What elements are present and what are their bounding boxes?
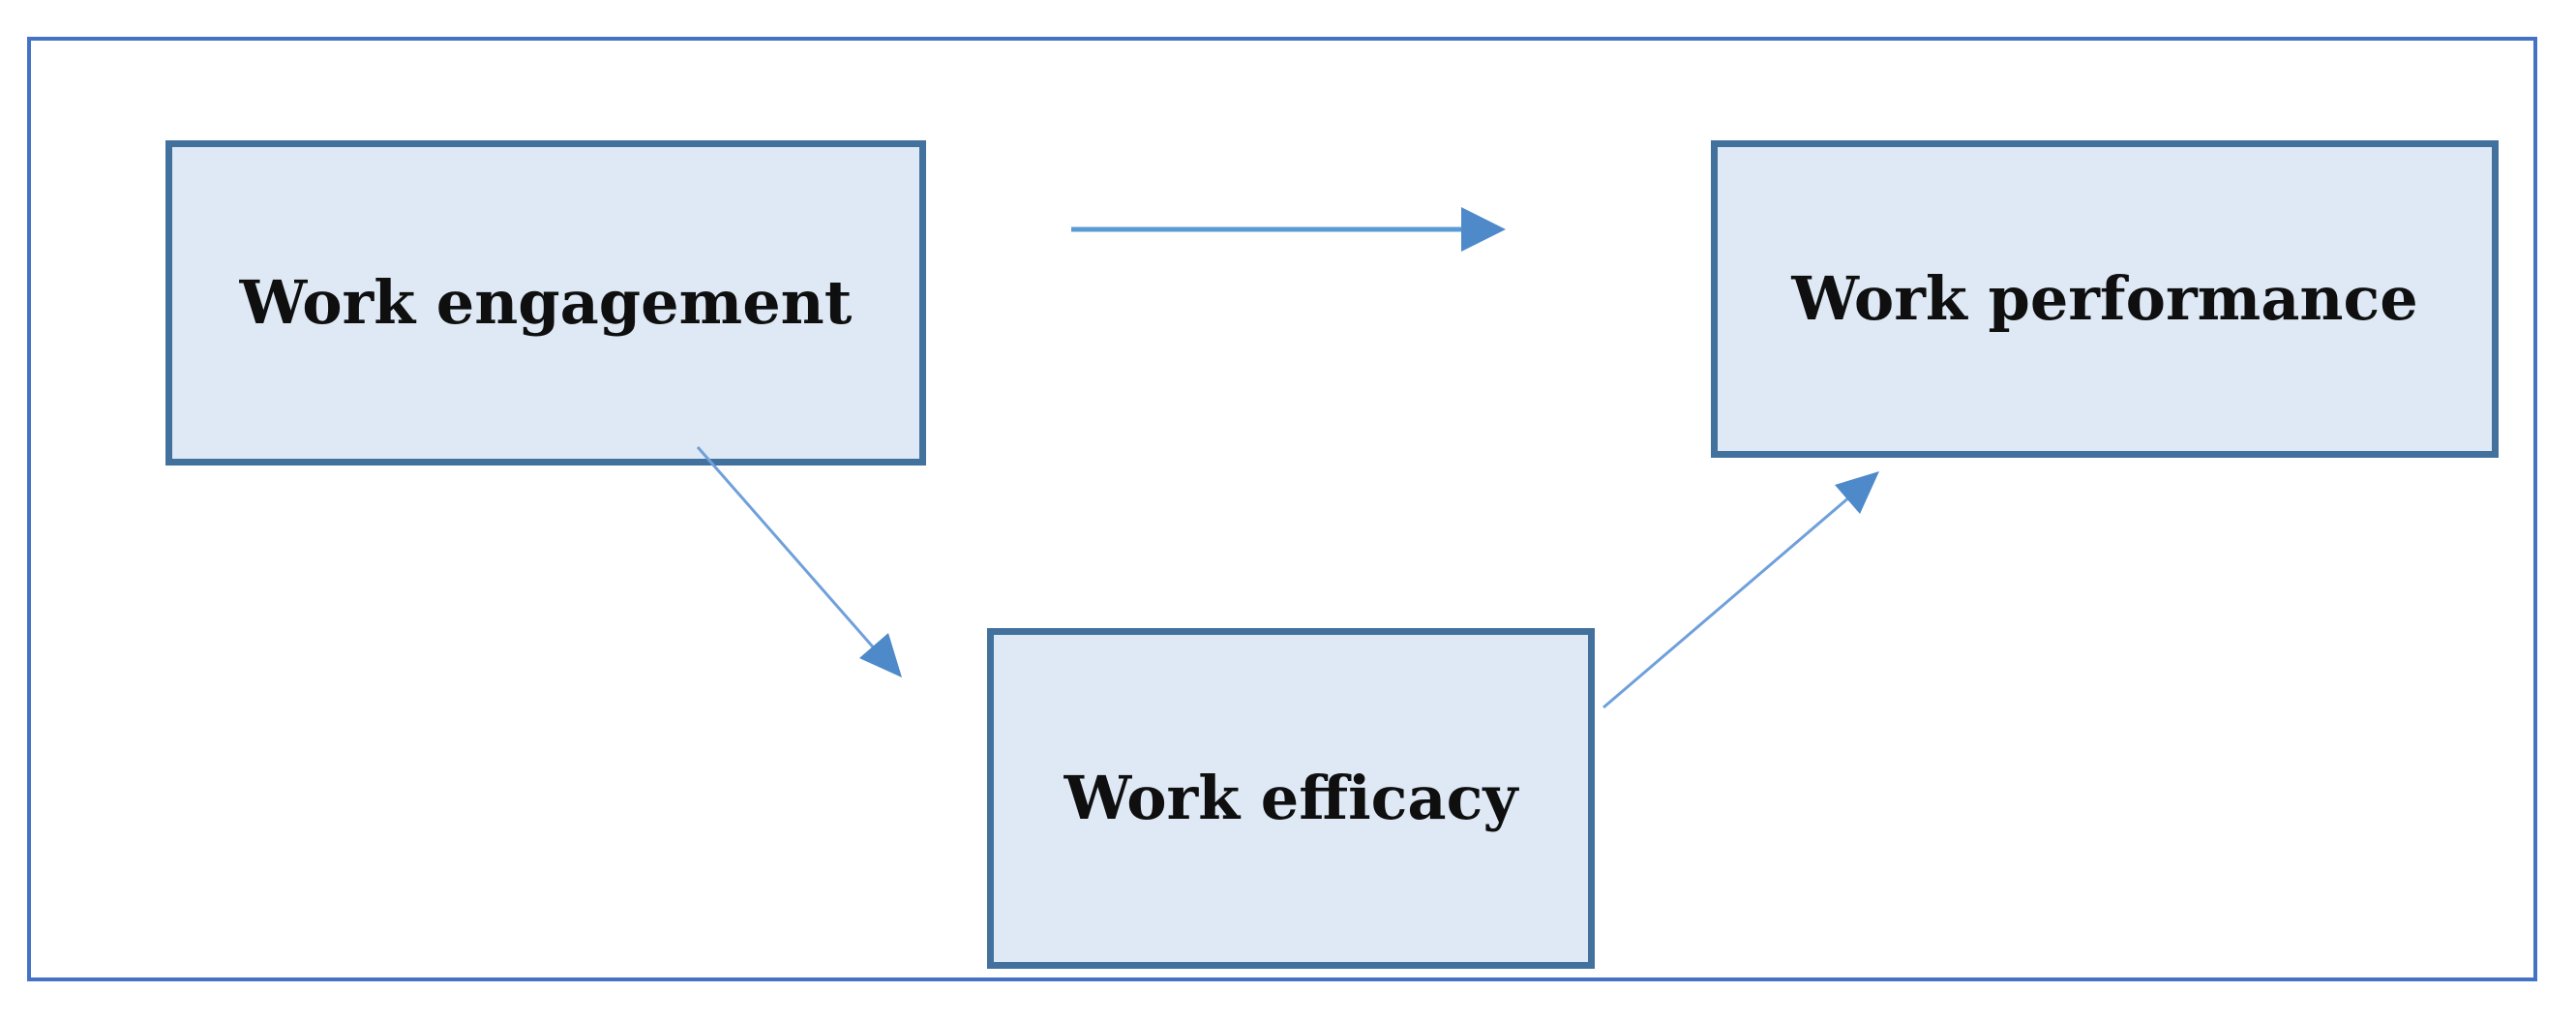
node-work-efficacy-label: Work efficacy	[1063, 762, 1518, 833]
node-work-engagement-label: Work engagement	[239, 266, 853, 338]
node-work-performance: Work performance	[1711, 140, 2499, 458]
diagram-frame: Work engagement Work performance Work ef…	[27, 37, 2537, 981]
node-work-efficacy: Work efficacy	[987, 628, 1595, 969]
node-work-engagement: Work engagement	[165, 140, 926, 466]
node-work-performance-label: Work performance	[1791, 262, 2418, 334]
